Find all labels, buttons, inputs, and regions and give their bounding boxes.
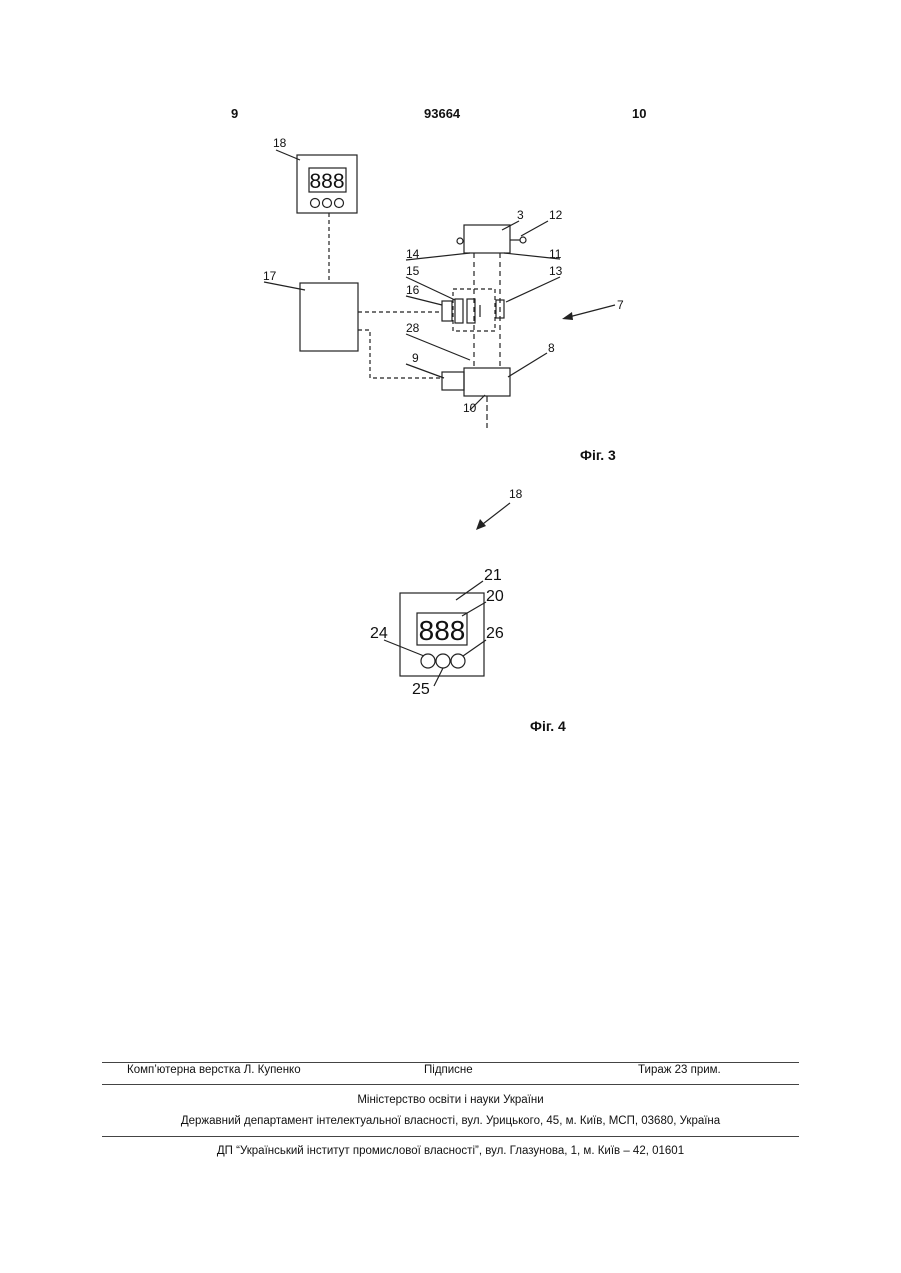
button-25-icon <box>436 654 450 668</box>
label-13: 13 <box>549 264 563 278</box>
block-8 <box>464 368 510 396</box>
label-15: 15 <box>406 264 420 278</box>
label-10: 10 <box>463 401 477 415</box>
figure-4-caption: Фіг. 4 <box>530 718 566 734</box>
button-icon <box>335 199 344 208</box>
fastener-icon <box>457 238 463 244</box>
controller-box-17 <box>300 283 358 351</box>
sensor-15a <box>455 299 463 323</box>
figure-3-caption: Фіг. 3 <box>580 447 616 463</box>
label-12: 12 <box>549 208 563 222</box>
label-9: 9 <box>412 351 419 365</box>
label-18: 18 <box>273 136 287 150</box>
figure-3-drawing: 888 18 3 12 14 11 15 13 16 17 7 28 8 9 1… <box>0 0 901 470</box>
label-7: 7 <box>617 298 624 312</box>
footer-imprint-row: Комп’ютерна верстка Л. Купенко Підписне … <box>102 1064 799 1082</box>
label-24: 24 <box>370 625 388 642</box>
label-26: 26 <box>486 625 504 642</box>
footer-rule-middle <box>102 1084 799 1085</box>
sensor-16 <box>442 301 452 321</box>
institute-line: ДП “Український інститут промислової вла… <box>102 1145 799 1157</box>
label-28: 28 <box>406 321 420 335</box>
department-line: Державний департамент інтелектуальної вл… <box>102 1115 799 1127</box>
typesetting-credit: Комп’ютерна верстка Л. Купенко <box>127 1064 301 1076</box>
figure-4-drawing: 888 18 21 20 24 26 25 <box>0 470 901 710</box>
label-25: 25 <box>412 681 430 698</box>
print-run: Тираж 23 прим. <box>638 1064 721 1076</box>
label-17: 17 <box>263 269 277 283</box>
label-16: 16 <box>406 283 420 297</box>
label-8: 8 <box>548 341 555 355</box>
label-20: 20 <box>486 588 504 605</box>
footer-rule-bottom <box>102 1136 799 1137</box>
display-digits: 888 <box>419 615 466 646</box>
label-21: 21 <box>484 567 502 584</box>
label-11: 11 <box>549 247 562 261</box>
ministry-line: Міністерство освіти і науки України <box>102 1094 799 1106</box>
button-icon <box>323 199 332 208</box>
signed-note: Підписне <box>424 1064 473 1076</box>
dashed-link <box>358 330 440 378</box>
fastener-icon <box>520 237 526 243</box>
block-9 <box>442 372 464 390</box>
display-digits: 888 <box>309 170 344 193</box>
button-icon <box>311 199 320 208</box>
footer-rule-top <box>102 1062 799 1063</box>
label-14: 14 <box>406 247 420 261</box>
label-3: 3 <box>517 208 524 222</box>
label-18: 18 <box>509 487 523 501</box>
button-26-icon <box>451 654 465 668</box>
